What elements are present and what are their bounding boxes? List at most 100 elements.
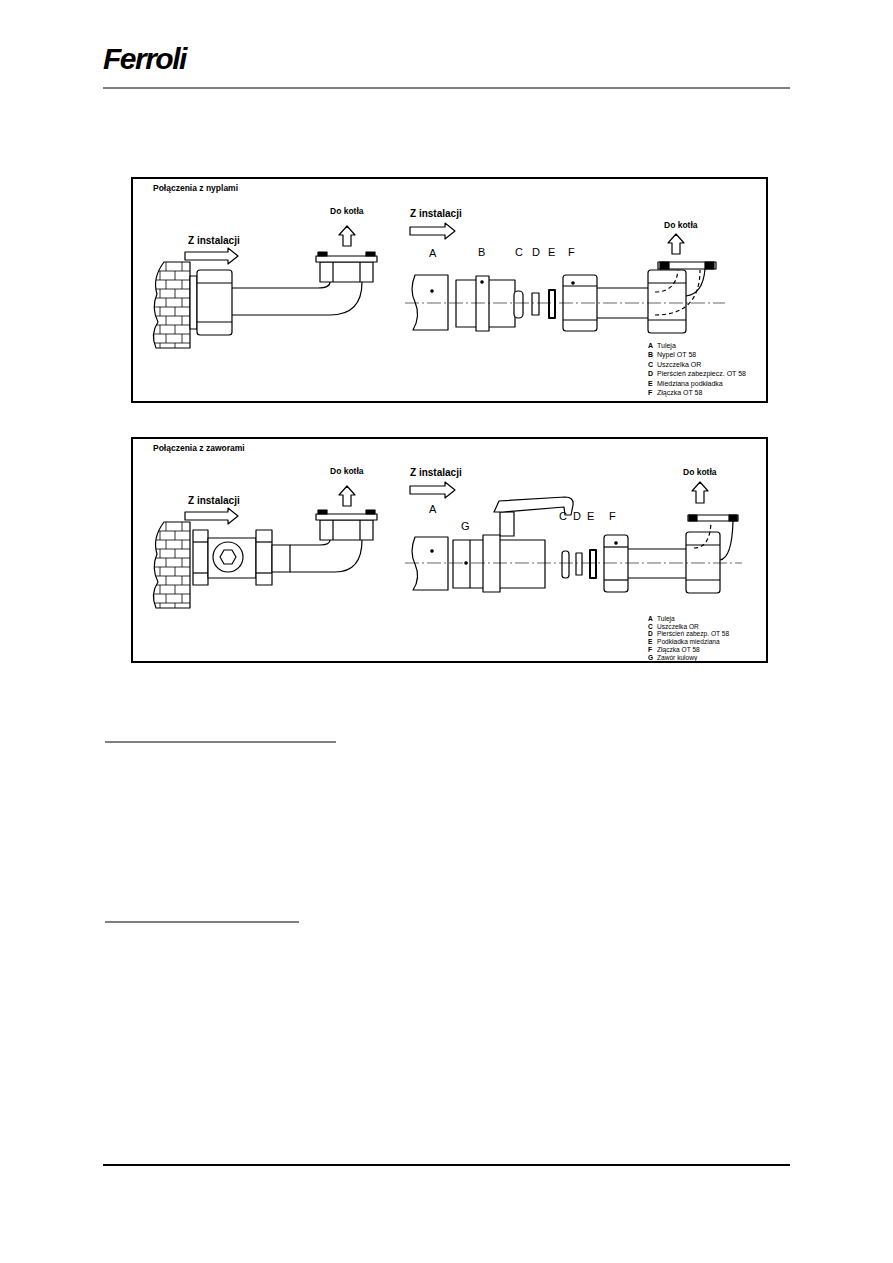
panel-title: Połączenia z zaworami	[153, 444, 245, 454]
callout-letter: B	[478, 246, 485, 259]
flow-label: Z instalacji	[410, 467, 462, 479]
heading-underline	[105, 742, 336, 743]
part-name: Pierścień zabezpiecz. OT 58	[657, 370, 746, 378]
nut	[320, 520, 373, 540]
centerline	[405, 303, 725, 304]
callout-letter: E	[548, 246, 555, 259]
pipe	[290, 540, 330, 545]
elbow-hidden	[655, 270, 678, 292]
flow-arrow	[339, 226, 355, 246]
valve-body	[208, 538, 256, 578]
pipe	[232, 282, 362, 315]
part-name: Uszczelka OR	[657, 623, 699, 631]
part-letter: D	[648, 630, 653, 638]
centerline	[405, 563, 742, 564]
callout-letter: G	[461, 520, 470, 533]
part-name: Podkładka miedziana	[657, 638, 720, 646]
flow-arrow	[410, 482, 455, 498]
sleeve	[412, 275, 448, 330]
part-name: Miedziana podkładka	[657, 380, 723, 388]
valve-hex	[220, 550, 236, 564]
flow-arrow	[185, 508, 238, 524]
part-letter: C	[648, 361, 653, 369]
flow-label: Z instalacji	[410, 208, 462, 220]
nut	[197, 270, 232, 335]
part-name: Uszczelka OR	[657, 361, 701, 369]
flange	[316, 256, 377, 262]
nut	[686, 532, 720, 593]
wall	[147, 522, 192, 612]
retaining-ring	[532, 293, 539, 315]
part-letter: D	[648, 370, 653, 378]
flow-arrow	[410, 223, 455, 239]
flow-arrow	[185, 248, 238, 264]
o-ring	[562, 551, 569, 578]
copper-washer	[549, 290, 555, 318]
callout-letter: C	[515, 246, 523, 259]
part-letter: A	[648, 615, 653, 623]
elbow-hidden	[694, 522, 711, 548]
copper-washer	[590, 550, 596, 578]
o-ring	[514, 291, 523, 318]
part-letter: E	[648, 638, 652, 646]
header-rule	[103, 88, 790, 89]
flange	[316, 514, 377, 520]
heading-underline	[105, 922, 299, 923]
elbow-hidden	[655, 270, 700, 315]
flange	[688, 515, 738, 521]
callout-letter: D	[573, 510, 581, 523]
pipe	[232, 282, 330, 288]
part-letter: G	[648, 654, 653, 662]
callout-letter: A	[429, 247, 436, 260]
valve-end	[193, 530, 208, 585]
wall	[147, 262, 192, 352]
valve-stub	[272, 545, 290, 572]
part-letter: C	[648, 623, 653, 631]
nut	[190, 276, 197, 329]
callout-letter: C	[559, 510, 567, 523]
part-letter: F	[648, 389, 652, 397]
sleeve	[412, 537, 448, 590]
part-letter: B	[648, 351, 653, 359]
flange	[658, 262, 716, 269]
part-letter: F	[648, 646, 652, 654]
flow-label: Z instalacji	[188, 495, 240, 507]
valve-end	[256, 530, 272, 585]
callout-letter: D	[532, 246, 540, 259]
logo: Ferroli	[103, 42, 186, 77]
flow-label: Do kotła	[330, 207, 364, 217]
part-name: Tuleja	[657, 615, 675, 623]
pipe	[290, 540, 362, 572]
flow-label: Z instalacji	[188, 235, 240, 247]
flow-label: Do kotła	[683, 468, 717, 478]
callout-letter: F	[568, 246, 575, 259]
elbow	[686, 269, 705, 296]
retaining-ring	[576, 553, 582, 575]
part-name: Pierścień zabezp. OT 58	[657, 630, 729, 638]
callout-letter: A	[429, 503, 436, 516]
part-letter: E	[648, 380, 653, 388]
callout-letter: F	[609, 510, 616, 523]
union-nut	[604, 535, 628, 592]
part-letter: A	[648, 342, 653, 350]
flow-arrow	[692, 482, 708, 503]
part-name: Złączka OT 58	[657, 389, 702, 397]
part-name: Tuleja	[657, 342, 676, 350]
valve-stem	[500, 512, 514, 536]
footer-rule	[103, 1164, 790, 1166]
panel-title: Połączenia z nyplami	[153, 184, 238, 194]
callout-letter: E	[587, 510, 594, 523]
elbow	[720, 521, 733, 560]
part-name: Złączka OT 58	[657, 646, 700, 654]
flow-arrow	[339, 486, 355, 506]
part-name: Zawór kulowy	[657, 654, 697, 662]
nut	[648, 270, 686, 333]
flow-label: Do kotła	[664, 221, 698, 231]
part-name: Nypel OT 58	[657, 351, 696, 359]
nut	[320, 262, 373, 282]
valve-hex	[483, 535, 500, 592]
